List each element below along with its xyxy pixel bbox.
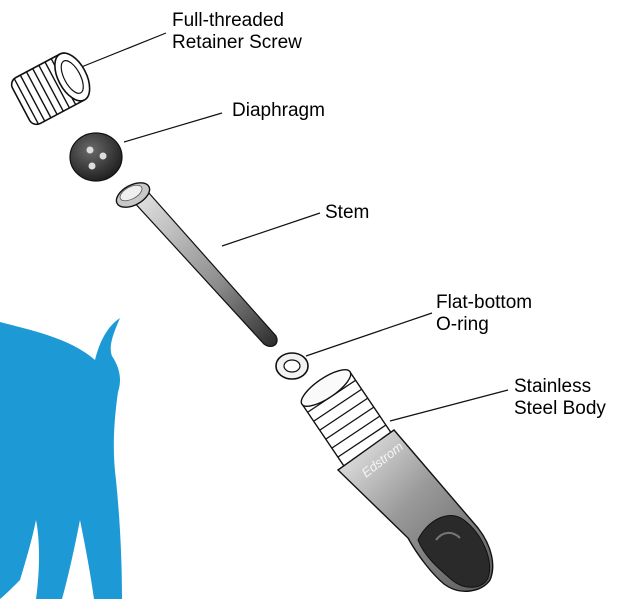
- label-body: Stainless Steel Body: [514, 376, 606, 420]
- leader-diaphragm: [124, 113, 222, 142]
- stem: [112, 178, 277, 347]
- label-retainer-screw: Full-threaded Retainer Screw: [172, 10, 302, 54]
- leader-o-ring: [306, 313, 432, 356]
- diaphragm: [70, 133, 122, 181]
- leader-stem: [222, 213, 320, 246]
- leader-body: [390, 390, 508, 421]
- o-ring: [276, 353, 308, 379]
- stainless-steel-body: Edstrom: [296, 363, 492, 591]
- label-diaphragm: Diaphragm: [232, 100, 325, 122]
- pig-silhouette: [0, 318, 122, 599]
- retainer-screw: [9, 47, 97, 127]
- label-o-ring: Flat-bottom O-ring: [436, 292, 532, 336]
- label-stem: Stem: [325, 202, 369, 224]
